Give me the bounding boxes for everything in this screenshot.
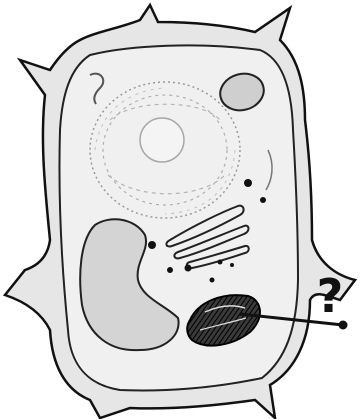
question-mark: ? — [317, 269, 344, 323]
nucleolus — [140, 118, 184, 162]
